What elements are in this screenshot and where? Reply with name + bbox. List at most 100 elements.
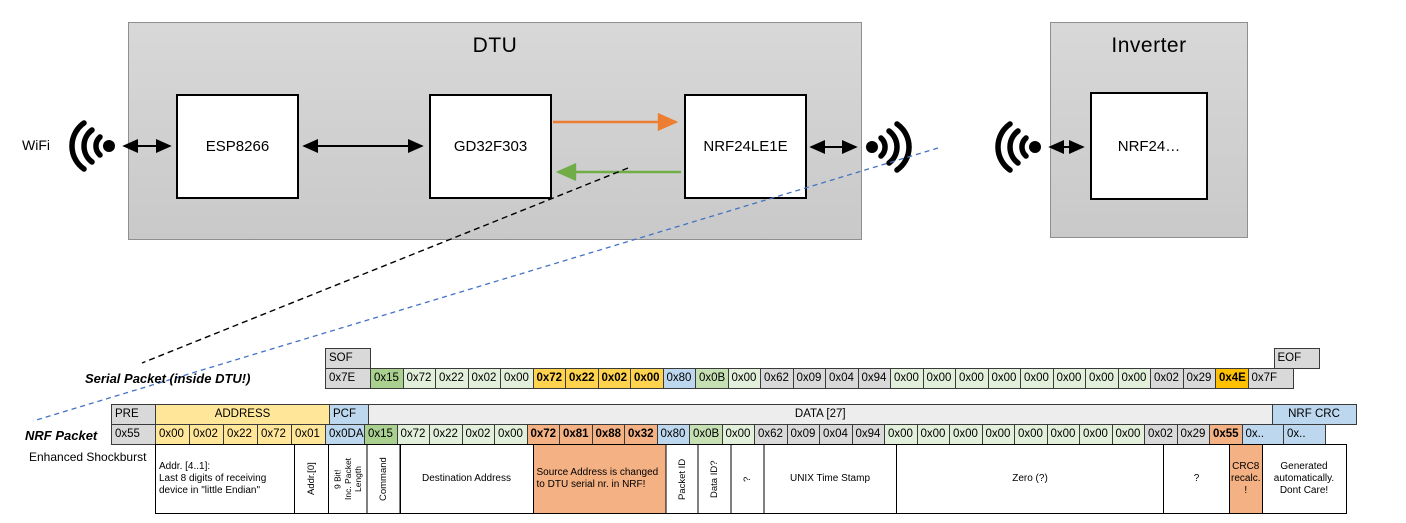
serial-byte-cell: 0x00 [987, 368, 1021, 389]
address-header-cell: ADDRESS [155, 404, 330, 425]
serial-byte-cell: 0x62 [760, 368, 794, 389]
chip-nrf24le1e: NRF24LE1E [684, 94, 807, 199]
nrf-byte-cell: 0x00 [949, 424, 983, 445]
inverter-title: Inverter [1111, 34, 1187, 57]
serial-byte-cell: 0x22 [565, 368, 599, 389]
nrf-byte-cell: 0x72 [526, 424, 560, 445]
annotation-cell: UNIX Time Stamp [763, 444, 897, 514]
annotation-cell: Generated automatically. Dont Care! [1261, 444, 1347, 514]
serial-byte-cell: 0x09 [792, 368, 826, 389]
wifi-icon [995, 121, 1041, 173]
address-byte-cell: 0x00 [155, 424, 190, 445]
nrf-byte-cell: 0x09 [786, 424, 820, 445]
serial-byte-cell: 0x00 [890, 368, 924, 389]
nrf-byte-cell: 0x00 [721, 424, 755, 445]
crc-byte-cell: 0x.. [1241, 424, 1284, 445]
annotation-cell: Source Address is changed to DTU serial … [532, 444, 667, 514]
nrf-crc-header-cell: NRF CRC [1271, 404, 1357, 425]
serial-byte-cell: 0x00 [630, 368, 664, 389]
nrf-byte-cell: 0x22 [429, 424, 463, 445]
serial-byte-cell: 0x4E [1215, 368, 1249, 389]
serial-byte-cell: 0x00 [1085, 368, 1119, 389]
pcf-header-cell: PCF [329, 404, 369, 425]
serial-byte-cell: 0x22 [435, 368, 469, 389]
annotation-cell: Packet ID [665, 444, 699, 514]
nrf-byte-cell: 0x00 [981, 424, 1015, 445]
serial-byte-cell: 0x00 [727, 368, 761, 389]
header-spacer [370, 348, 1275, 369]
nrf-byte-cell: 0x29 [1176, 424, 1210, 445]
pre-header-cell: PRE [111, 404, 156, 425]
address-byte-cell: 0x02 [189, 424, 224, 445]
nrf-byte-cell: 0x15 [364, 424, 398, 445]
serial-packet-label: Serial Packet (inside DTU!) [85, 371, 251, 386]
serial-byte-cell: 0x00 [922, 368, 956, 389]
serial-byte-cell: 0x00 [1020, 368, 1054, 389]
annotation-cell: Data ID? [698, 444, 732, 514]
nrf-byte-cell: 0x00 [1111, 424, 1145, 445]
dtu-title: DTU [472, 34, 518, 57]
chip-nrf24le1e-label: NRF24LE1E [703, 138, 788, 155]
nrf-byte-cell: 0x00 [916, 424, 950, 445]
pre-byte-cell: 0x55 [111, 424, 156, 445]
wifi-icon [866, 121, 912, 173]
wifi-icon [69, 120, 115, 172]
nrf-byte-cell: 0x72 [396, 424, 430, 445]
serial-byte-cell: 0x15 [370, 368, 404, 389]
nrf-byte-cell: 0x02 [461, 424, 495, 445]
serial-byte-cell: 0x02 [467, 368, 501, 389]
nrf-byte-cell: 0x32 [624, 424, 658, 445]
serial-byte-cell: 0x04 [825, 368, 859, 389]
nrf-byte-cell: 0x88 [591, 424, 625, 445]
address-byte-cell: 0x22 [223, 424, 258, 445]
sof-byte-cell: 0x7E [325, 368, 371, 389]
serial-byte-cell: 0x02 [1150, 368, 1184, 389]
nrf-packet-label: NRF Packet [25, 428, 98, 443]
annotation-cell: ? [1163, 444, 1230, 514]
serial-byte-cell: 0x00 [1117, 368, 1151, 389]
serial-byte-cell: 0x00 [1052, 368, 1086, 389]
nrf-byte-cell: 0x0B [689, 424, 723, 445]
annotation-cell: CRC8 recalc. ! [1229, 444, 1263, 514]
chip-nrf24-label: NRF24… [1117, 137, 1181, 155]
nrf-byte-cell: 0x00 [1014, 424, 1048, 445]
inverter-panel: Inverter NRF24… [1050, 22, 1248, 238]
sof-header-cell: SOF [325, 348, 371, 369]
nrf-byte-cell: 0x00 [884, 424, 918, 445]
serial-byte-cell: 0x72 [532, 368, 566, 389]
wifi-label: WiFi [22, 137, 50, 153]
nrf-byte-cell: 0x00 [494, 424, 528, 445]
annotation-cell: Destination Address [399, 444, 534, 514]
chip-gd32f303-label: GD32F303 [453, 138, 528, 155]
annotation-cell: Command [367, 444, 401, 514]
pcf-byte-cell: 0x0DA [325, 424, 365, 445]
annotation-cell: Zero (?) [896, 444, 1164, 514]
dtu-panel: DTU ESP8266 GD32F303 NRF24LE1E [128, 22, 862, 240]
annotation-cell: Addr.[0] [294, 444, 329, 514]
nrf-byte-cell: 0x81 [559, 424, 593, 445]
address-byte-cell: 0x72 [257, 424, 292, 445]
address-byte-cell: 0x01 [291, 424, 326, 445]
chip-esp8266: ESP8266 [176, 94, 299, 199]
annotation-cell: ? [730, 444, 764, 514]
nrf-byte-cell: 0x62 [754, 424, 788, 445]
serial-byte-cell: 0x29 [1182, 368, 1216, 389]
eof-byte-cell: 0x7F [1247, 368, 1294, 389]
nrf-byte-cell: 0x94 [851, 424, 885, 445]
data-header-cell: DATA [27] [368, 404, 1273, 425]
serial-byte-cell: 0x72 [402, 368, 436, 389]
nrf-byte-cell: 0x02 [1144, 424, 1178, 445]
nrf-byte-cell: 0x04 [819, 424, 853, 445]
serial-byte-cell: 0x00 [955, 368, 989, 389]
serial-byte-cell: 0x00 [500, 368, 534, 389]
chip-nrf24: NRF24… [1090, 92, 1208, 200]
nrf-byte-cell: 0x55 [1209, 424, 1243, 445]
nrf-byte-cell: 0x00 [1079, 424, 1113, 445]
chip-esp8266-label: ESP8266 [205, 138, 270, 155]
serial-byte-cell: 0x0B [695, 368, 729, 389]
serial-byte-cell: 0x80 [662, 368, 696, 389]
nrf-byte-cell: 0x80 [656, 424, 690, 445]
chip-gd32f303: GD32F303 [429, 94, 552, 199]
